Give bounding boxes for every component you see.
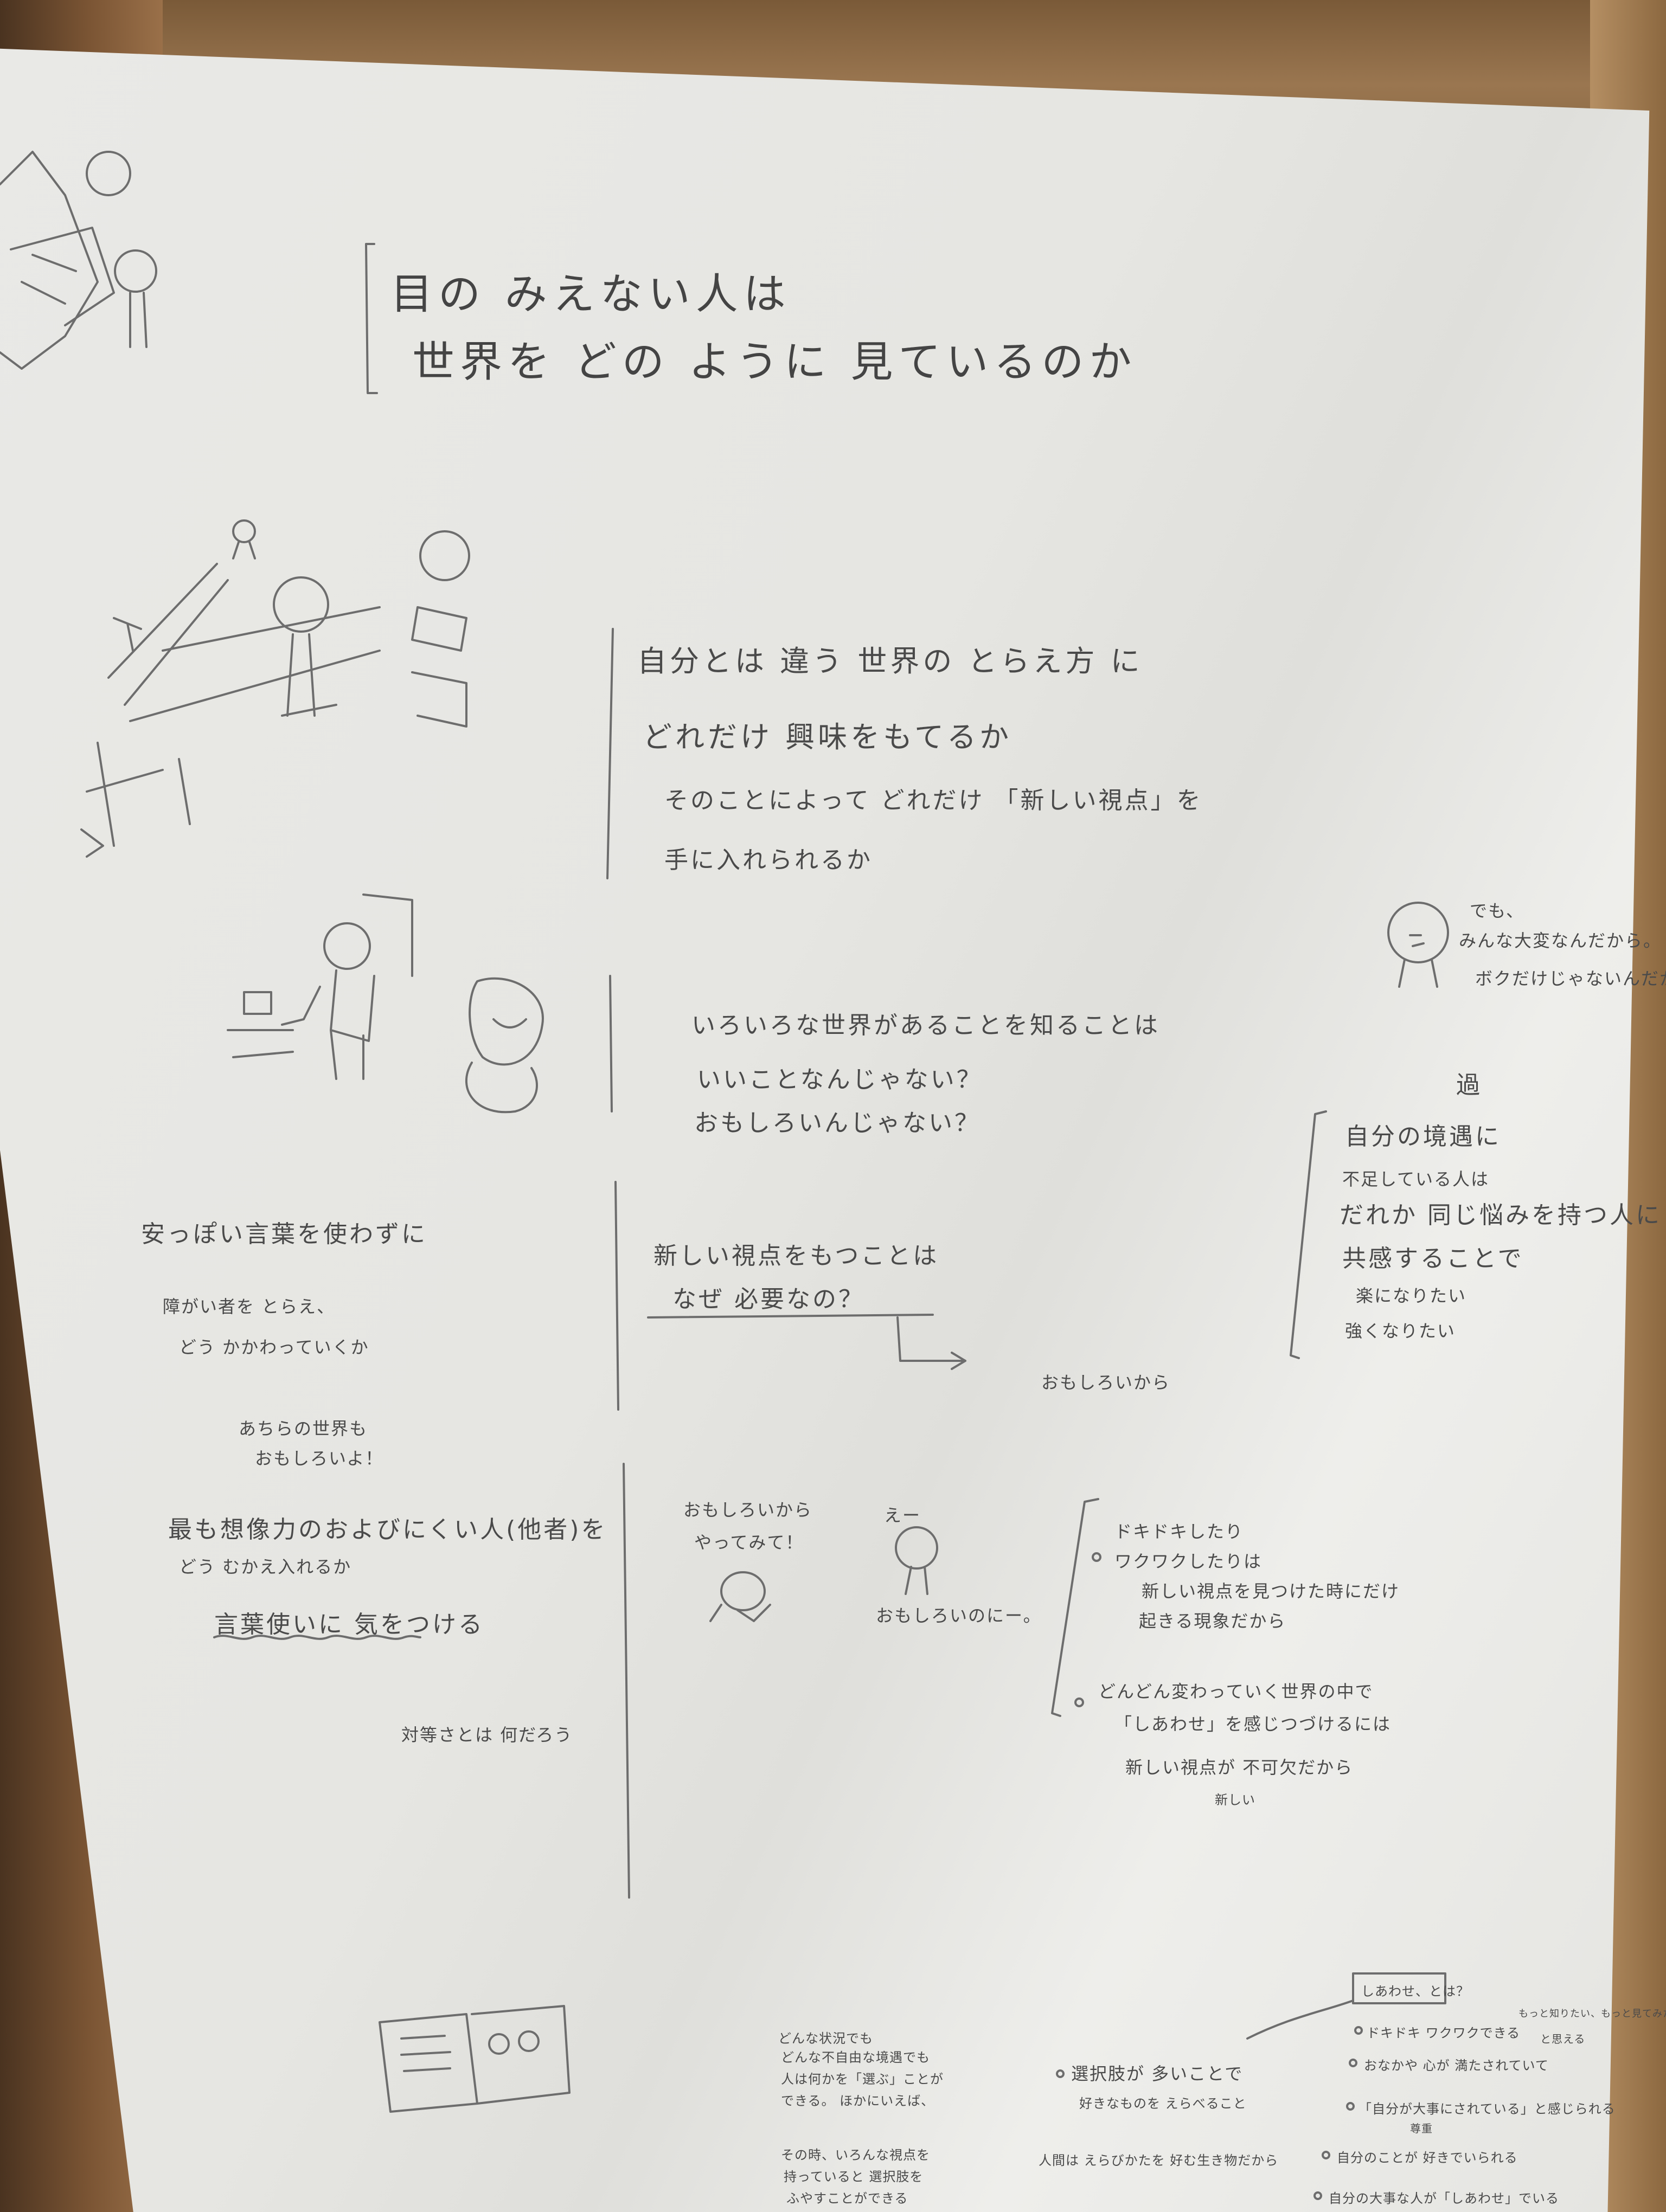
wavy-underline <box>213 1635 421 1640</box>
bottom-mid-line-1: 選択肢が 多いことで <box>1071 2063 1244 2084</box>
arrow-icon <box>647 1314 966 1370</box>
heading-box <box>1352 1972 1446 2004</box>
bottom-right-line-1-note: もっと知りたい、もっと見てみたい <box>1518 2008 1666 2020</box>
bottom-center-line-2: どんな不自由な境遇でも <box>781 2050 930 2065</box>
right-line-3: だれか 同じ悩みを持つ人に <box>1340 1201 1662 1229</box>
question-line-3: おもしろいんじゃない？ <box>694 1109 981 1137</box>
dialogue-a2: やってみて！ <box>694 1532 804 1553</box>
bullet-dot <box>1349 2059 1357 2067</box>
left-line-5: おもしろいよ！ <box>255 1448 384 1469</box>
center-divider-line <box>606 628 630 1899</box>
title-line-1: 目の みえない人は <box>390 270 791 319</box>
bottom-right-line-3-note: 尊重 <box>1410 2122 1433 2135</box>
sketch-person-baby <box>227 893 544 1114</box>
bullet2-line-3: 新しい視点が 不可欠だから <box>1125 1757 1354 1778</box>
bottom-right-line-5: 自分の大事な人が「しあわせ」でいる <box>1329 2191 1559 2206</box>
right-line-5: 楽になりたい <box>1356 1285 1467 1306</box>
center-line-4: 手に入れられるか <box>664 846 873 874</box>
left-line-3: どう かかわっていくか <box>179 1337 369 1358</box>
bullet-dot <box>1322 2151 1330 2159</box>
bottom-right-line-2: おなかや 心が 満たされていて <box>1364 2058 1549 2073</box>
speech-line-3: ボクだけじゃないんだから。 <box>1475 968 1666 989</box>
right-heading: 過 <box>1456 1071 1482 1099</box>
speech-line-2: みんな大変なんだから。 <box>1459 930 1662 951</box>
bullet2-line-2: 「しあわせ」を感じつづけるには <box>1114 1714 1392 1734</box>
left-line-6: 最も想像力のおよびにくい人(他者)を <box>168 1516 607 1544</box>
bullet-dot <box>1313 2191 1322 2200</box>
right-line-6: 強くなりたい <box>1345 1321 1456 1341</box>
bottom-center-line-4: できる。 ほかにいえば、 <box>781 2093 935 2108</box>
left-line-2: 障がい者を とらえ、 <box>163 1296 336 1317</box>
bullet-dot <box>1092 1552 1101 1562</box>
bottom-mid-line-2: 好きなものを えらべること <box>1079 2096 1247 2111</box>
connector-line <box>1246 1999 1354 2040</box>
center-line-2: どれだけ 興味をもてるか <box>643 720 1013 754</box>
left-line-4: あちらの世界も <box>239 1418 368 1439</box>
sketch-dialogue-characters <box>709 1526 938 1622</box>
bottom-center-line-5: その時、いろんな視点を <box>781 2147 930 2163</box>
right-line-4: 共感することで <box>1342 1245 1524 1272</box>
title-bracket <box>365 243 378 394</box>
bullet-dot <box>1354 2026 1363 2035</box>
left-line-7: どう むかえ入れるか <box>179 1557 352 1577</box>
question-line-1: いろいろな世界があることを知ることは <box>691 1012 1160 1039</box>
sketch-top-left <box>0 151 157 370</box>
bottom-right-line-1-end: と思える <box>1540 2033 1586 2046</box>
bottom-center-line-1: どんな状況でも <box>778 2031 873 2046</box>
bottom-mid-line-3: 人間は えらびかたを 好む生き物だから <box>1039 2153 1279 2168</box>
bottom-right-heading: しあわせ、とは？ <box>1361 1984 1470 1999</box>
bottom-center-line-7: ふやすことができる <box>786 2191 908 2206</box>
right-line-2: 不足している人は <box>1342 1169 1490 1189</box>
right-bracket <box>1290 1110 1327 1359</box>
bullet2-note: 新しい <box>1215 1792 1255 1808</box>
bottom-center-line-3: 人は何かを「選ぶ」ことが <box>781 2072 944 2087</box>
bullet-dot <box>1056 2069 1065 2078</box>
left-line-1: 安っぽい言葉を使わずに <box>141 1220 427 1248</box>
bullet1-line-3: 新しい視点を見つけた時にだけ <box>1142 1581 1400 1602</box>
bottom-center-line-6: 持っていると 選択肢を <box>784 2169 924 2184</box>
bottom-right-line-3: 「自分が大事にされている」と感じられる <box>1359 2101 1616 2117</box>
bullet-dot <box>1074 1697 1084 1707</box>
left-line-8: 言葉使いに 気をつける <box>214 1611 484 1638</box>
bottom-right-line-1: ドキドキ ワクワクできる <box>1367 2025 1521 2041</box>
bullet2-line-1: どんどん変わっていく世界の中で <box>1098 1681 1374 1702</box>
bullet1-line-4: 起きる現象だから <box>1139 1611 1286 1631</box>
center-line-3: そのことによって どれだけ 「新しい視点」を <box>664 787 1203 814</box>
right-line-1: 自分の境遇に <box>1345 1123 1501 1150</box>
center-line-1: 自分とは 違う 世界の とらえ方 に <box>637 644 1143 678</box>
bottom-right-line-4: 自分のことが 好きでいられる <box>1337 2150 1518 2165</box>
sketch-classroom <box>80 519 470 858</box>
dialogue-b2: おもしろいのにー。 <box>876 1605 1042 1626</box>
question-line-2: いいことなんじゃない？ <box>697 1066 983 1094</box>
left-line-9: 対等さとは 何だろう <box>401 1725 573 1745</box>
bullet1-line-2: ワクワクしたりは <box>1114 1551 1263 1572</box>
bullet-dot <box>1346 2102 1355 2111</box>
why-answer: おもしろいから <box>1041 1372 1171 1393</box>
dialogue-b1: えー <box>884 1505 921 1526</box>
title-line-2: 世界を どの ように 見ているのか <box>412 338 1137 387</box>
sketch-right-character <box>1387 902 1449 988</box>
sketch-open-book <box>379 2005 571 2113</box>
bullets-bracket <box>1051 1498 1099 1717</box>
bullet1-line-1: ドキドキしたり <box>1114 1521 1244 1542</box>
dialogue-a1: おもしろいから <box>683 1500 813 1520</box>
why-line-2: なぜ 必要なの？ <box>672 1285 864 1313</box>
speech-line-1: でも、 <box>1470 901 1525 921</box>
why-line-1: 新しい視点をもつことは <box>653 1242 939 1270</box>
